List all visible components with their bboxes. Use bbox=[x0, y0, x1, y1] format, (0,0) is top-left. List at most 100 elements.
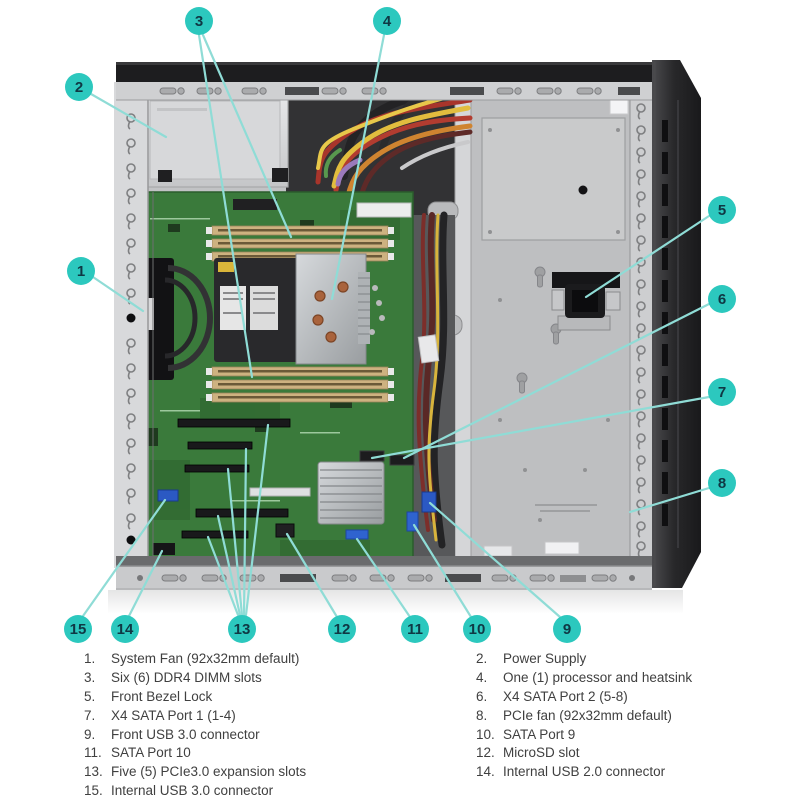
legend-item: 5. Front Bezel Lock bbox=[84, 687, 460, 706]
leader-15 bbox=[81, 498, 167, 618]
legend-number: 9. bbox=[84, 726, 96, 742]
callout-6: 6 bbox=[708, 285, 736, 313]
legend-label: Front USB 3.0 connector bbox=[111, 726, 260, 742]
legend-item: 9. Front USB 3.0 connector bbox=[84, 725, 460, 744]
legend-item: 2. Power Supply bbox=[476, 649, 776, 668]
chipset-heatsink bbox=[317, 461, 385, 525]
legend-column-right: 2. Power Supply 4. One (1) processor and h… bbox=[476, 649, 776, 800]
legend-label: Front Bezel Lock bbox=[111, 688, 213, 704]
internal-usb3-connector bbox=[157, 489, 179, 502]
system-fan bbox=[142, 258, 213, 380]
leader-12 bbox=[285, 532, 339, 619]
leader-13a bbox=[244, 423, 270, 617]
case-top-edge bbox=[116, 62, 658, 82]
legend-number: 4. bbox=[476, 669, 488, 685]
legend-label: Six (6) DDR4 DIMM slots bbox=[111, 669, 262, 685]
legend-number: 12. bbox=[476, 745, 495, 761]
svg-text:15: 15 bbox=[70, 621, 87, 638]
legend-item: 13. Five (5) PCIe3.0 expansion slots bbox=[84, 762, 460, 781]
callout-5: 5 bbox=[708, 196, 736, 224]
legend-label: X4 SATA Port 2 (5-8) bbox=[503, 688, 628, 704]
legend-number: 13. bbox=[84, 764, 103, 780]
legend-item: 4. One (1) processor and heatsink bbox=[476, 668, 776, 687]
svg-text:12: 12 bbox=[334, 621, 351, 638]
svg-text:3: 3 bbox=[195, 13, 203, 30]
legend-item: 10.SATA Port 9 bbox=[476, 725, 776, 744]
svg-text:5: 5 bbox=[718, 202, 726, 219]
legend-item: 6. X4 SATA Port 2 (5-8) bbox=[476, 687, 776, 706]
legend-item: 12.MicroSD slot bbox=[476, 743, 776, 762]
legend-column-left: 1.System Fan (92x32mm default) 3. Six (6)… bbox=[84, 649, 460, 800]
svg-text:10: 10 bbox=[469, 621, 486, 638]
leader-5 bbox=[584, 214, 711, 299]
front-usb3-connector bbox=[421, 491, 437, 513]
legend-number: 11. bbox=[84, 745, 102, 761]
leader-4 bbox=[330, 33, 386, 301]
leader-1 bbox=[91, 275, 145, 313]
legend-label: System Fan (92x32mm default) bbox=[111, 650, 300, 666]
sata-port-9 bbox=[406, 511, 419, 532]
svg-text:1: 1 bbox=[77, 263, 85, 280]
leader-7 bbox=[370, 395, 711, 460]
legend-label: Five (5) PCIe3.0 expansion slots bbox=[111, 764, 307, 780]
fan-label bbox=[144, 298, 154, 330]
top-rail bbox=[116, 82, 652, 101]
leader-11 bbox=[355, 537, 412, 619]
leader-6 bbox=[402, 302, 711, 460]
leader-3a bbox=[201, 33, 293, 239]
callout-15: 15 bbox=[64, 615, 92, 643]
legend-label: Internal USB 3.0 connector bbox=[111, 783, 274, 799]
front-panel-header bbox=[249, 487, 311, 497]
legend-label: PCIe fan (92x32mm default) bbox=[503, 707, 672, 723]
processor-heatsink bbox=[214, 253, 370, 365]
callout-11: 11 bbox=[401, 615, 429, 643]
legend-number: 5. bbox=[84, 688, 96, 704]
callout-3: 3 bbox=[185, 7, 213, 35]
legend-label: One (1) processor and heatsink bbox=[503, 669, 693, 685]
leader-14 bbox=[127, 549, 164, 618]
legend-item: 15.Internal USB 3.0 connector bbox=[84, 781, 460, 800]
legend-item: 14.Internal USB 2.0 connector bbox=[476, 762, 776, 781]
svg-text:11: 11 bbox=[407, 621, 423, 638]
legend-number: 2. bbox=[476, 650, 488, 666]
legend-number: 6. bbox=[476, 688, 488, 704]
svg-text:2: 2 bbox=[75, 79, 83, 96]
cable-tag bbox=[417, 334, 440, 364]
svg-text:13: 13 bbox=[234, 621, 251, 638]
legend: 1.System Fan (92x32mm default) 3. Six (6)… bbox=[0, 649, 800, 800]
dimm-slots-bottom bbox=[206, 366, 394, 403]
chassis bbox=[114, 60, 701, 590]
callout-13: 13 bbox=[228, 615, 256, 643]
callout-lines bbox=[81, 33, 711, 619]
left-rail bbox=[114, 82, 154, 568]
svg-text:4: 4 bbox=[383, 13, 392, 30]
floor-shadow bbox=[108, 590, 683, 614]
svg-text:9: 9 bbox=[563, 621, 571, 638]
legend-number: 7. bbox=[84, 707, 96, 723]
internal-usb2-connector bbox=[153, 543, 175, 555]
legend-item: 1.System Fan (92x32mm default) bbox=[84, 649, 460, 668]
leader-3b bbox=[197, 33, 254, 379]
legend-number: 8. bbox=[476, 707, 488, 723]
pcie-slots bbox=[177, 418, 291, 539]
svg-text:6: 6 bbox=[718, 291, 726, 308]
legend-number: 3. bbox=[84, 669, 96, 685]
legend-label: Power Supply bbox=[503, 650, 587, 666]
front-bezel bbox=[652, 60, 701, 588]
leader-2 bbox=[89, 92, 168, 139]
legend-item: 3. Six (6) DDR4 DIMM slots bbox=[84, 668, 460, 687]
legend-number: 14. bbox=[476, 764, 495, 780]
leader-13e bbox=[206, 535, 240, 617]
legend-item: 7.X4 SATA Port 1 (1-4) bbox=[84, 706, 460, 725]
svg-text:7: 7 bbox=[718, 384, 726, 401]
leader-13d bbox=[216, 514, 242, 617]
callout-4: 4 bbox=[373, 7, 401, 35]
leader-10 bbox=[412, 523, 473, 619]
drive-cage bbox=[427, 94, 630, 561]
x4-sata-port-2 bbox=[389, 454, 415, 466]
leader-13b bbox=[242, 447, 248, 617]
leader-13c bbox=[226, 467, 244, 617]
legend-label: SATA Port 9 bbox=[503, 726, 576, 742]
sata-port-10 bbox=[345, 529, 369, 540]
callout-8: 8 bbox=[708, 469, 736, 497]
